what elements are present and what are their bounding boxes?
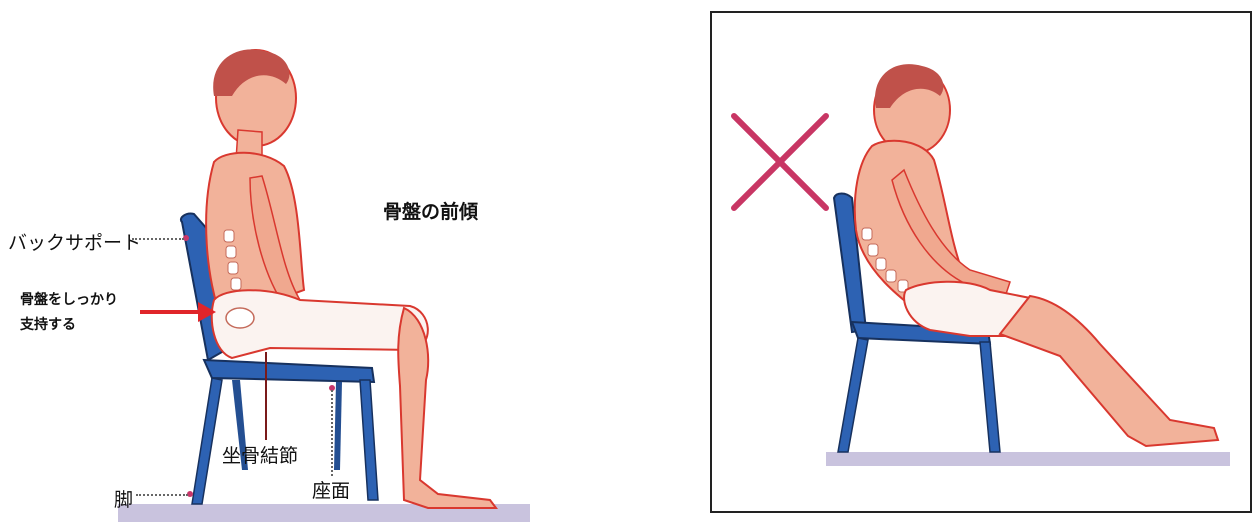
floor-right	[826, 452, 1230, 466]
chair-leg-front-right	[360, 380, 378, 500]
lower-leg-left	[398, 308, 496, 508]
chair-leg-back-right	[334, 382, 342, 470]
wrong-posture-panel	[711, 12, 1251, 512]
seat-leader	[331, 390, 333, 476]
correct-posture-figure	[118, 49, 530, 522]
seat-surface-label: 座面	[312, 476, 350, 503]
leg-leader	[136, 494, 188, 496]
back-support-label: バックサポート	[8, 228, 141, 255]
chair-leg-front-left	[192, 378, 222, 504]
pelvis-support-label-line2: 支持する	[20, 314, 76, 334]
ischial-tuberosity-label: 坐骨結節	[222, 441, 298, 468]
pelvis-support-label-line1: 骨盤をしっかり	[20, 289, 118, 309]
pelvis-tilt-label: 骨盤の前傾	[383, 197, 478, 224]
chair-seat	[204, 360, 374, 382]
pelvis-bone	[226, 308, 254, 328]
leg-label: 脚	[114, 485, 133, 512]
